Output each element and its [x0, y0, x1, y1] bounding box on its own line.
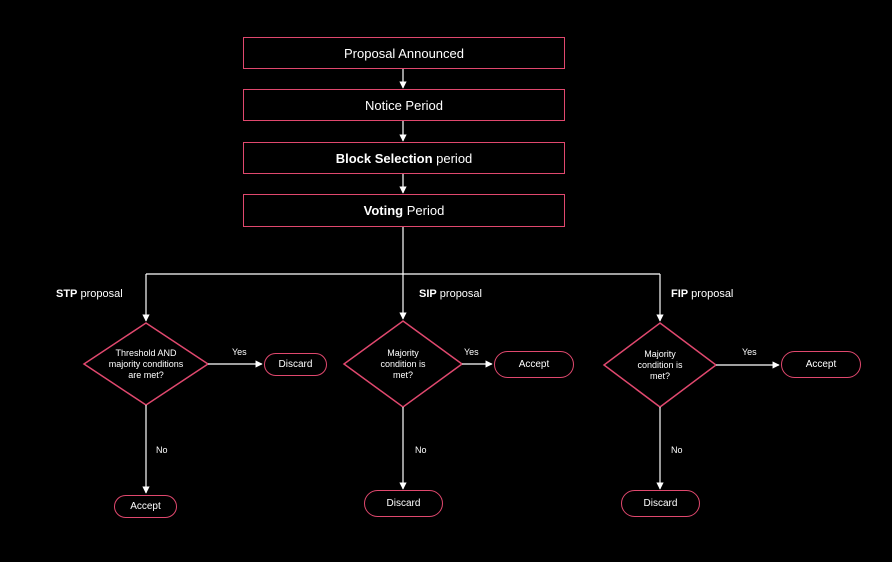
step-block-selection-period: Block Selection period [243, 142, 565, 174]
step-bold-text: Block Selection [335, 150, 433, 166]
proposal-type-bold: STP [56, 288, 78, 300]
step-bold-text: Voting [363, 203, 404, 218]
step-voting-period: Voting Period [243, 194, 565, 227]
fip-yes-result: Accept [781, 351, 861, 378]
fip-decision-text: Majority condition is met? [637, 348, 683, 381]
stp-no-label: No [156, 445, 168, 455]
stp-no-result: Accept [114, 495, 177, 518]
sip-yes-result: Accept [494, 351, 574, 378]
proposal-type-bold: FIP [671, 288, 689, 300]
step-proposal-announced: Proposal Announced [243, 37, 565, 69]
fip-no-label: No [671, 445, 683, 455]
proposal-type-text: proposal [688, 288, 734, 300]
sip-no-result: Discard [364, 490, 443, 517]
fip-proposal-label: FIP proposal [671, 288, 733, 300]
sip-no-label: No [415, 445, 427, 455]
step-text: Proposal Announced [344, 45, 464, 61]
stp-proposal-label: STP proposal [56, 288, 123, 300]
fip-no-result: Discard [621, 490, 700, 517]
stp-decision-text: Threshold AND majority conditions are me… [108, 347, 184, 380]
step-text: period [432, 150, 473, 166]
step-text: Period [403, 203, 445, 218]
stp-yes-result: Discard [264, 353, 327, 376]
sip-decision-text: Majority condition is met? [380, 347, 426, 380]
step-text: Notice Period [364, 97, 444, 113]
proposal-type-bold: SIP [419, 288, 437, 300]
step-notice-period: Notice Period [243, 89, 565, 121]
sip-proposal-label: SIP proposal [419, 288, 482, 300]
sip-yes-label: Yes [464, 347, 479, 357]
fip-yes-label: Yes [742, 347, 757, 357]
stp-yes-label: Yes [232, 347, 247, 357]
proposal-type-text: proposal [77, 288, 123, 300]
proposal-type-text: proposal [436, 288, 482, 300]
